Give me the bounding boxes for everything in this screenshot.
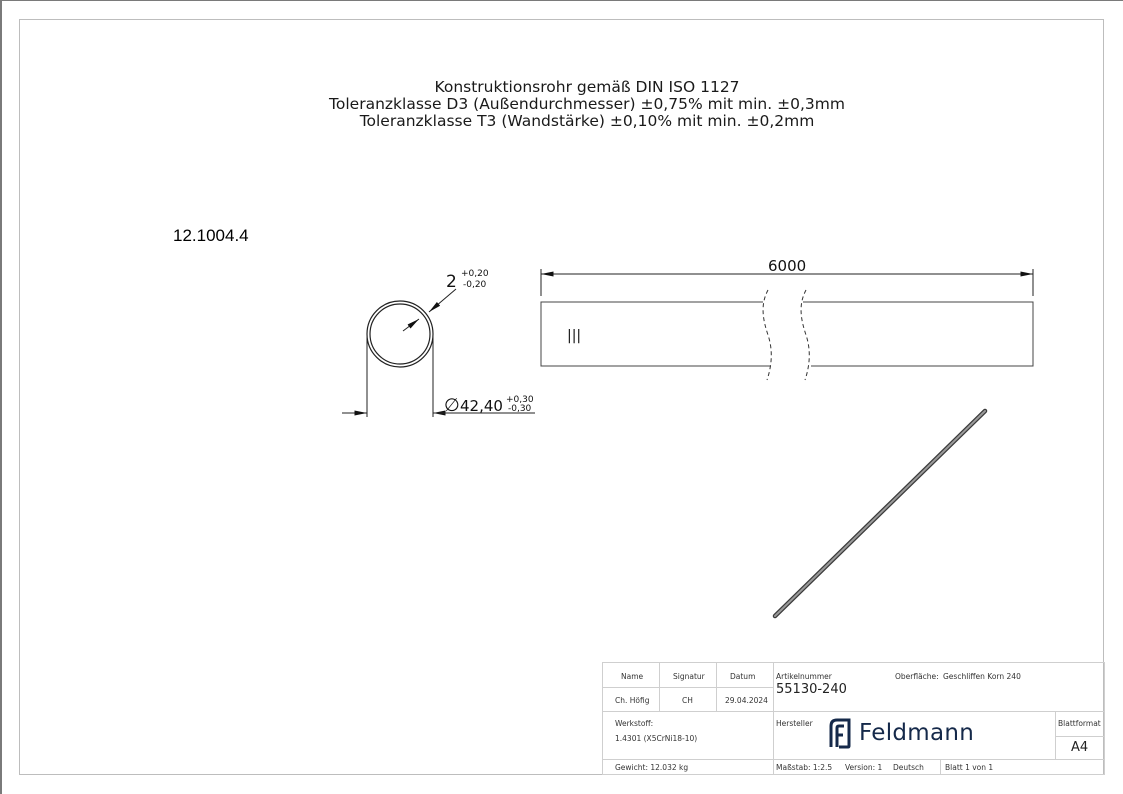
scale: Maßstab: 1:2.5: [776, 763, 833, 772]
section-view: [342, 288, 535, 417]
side-view: [540, 269, 1034, 381]
version: Version: 1: [845, 763, 883, 772]
title-line-1: Konstruktionsrohr gemäß DIN ISO 1127: [434, 78, 740, 96]
od-tol-plus: +0,30: [506, 395, 534, 405]
article-number-label: Artikelnummer: [776, 672, 832, 681]
drawing-sheet-frame: [19, 19, 1104, 775]
material-value: 1.4301 (X5CrNi18-10): [615, 734, 698, 743]
material-label: Werkstoff:: [615, 719, 654, 728]
header-date: Datum: [730, 672, 756, 681]
feldmann-logo: Feldmann: [827, 715, 974, 751]
part-number: 12.1004.4: [173, 226, 249, 245]
pipe-marking: |||: [567, 328, 581, 344]
manufacturer-label: Hersteller: [776, 719, 813, 728]
sheet-format-value: A4: [1071, 740, 1089, 755]
title-line-2: Toleranzklasse D3 (Außendurchmesser) ±0,…: [329, 95, 845, 113]
article-number: 55130-240: [776, 682, 847, 697]
length-value: 6000: [768, 257, 806, 275]
drawn-by-signature: CH: [682, 696, 693, 705]
drawn-by-name: Ch. Höfig: [615, 696, 650, 705]
title-block: Name Signatur Datum Ch. Höfig CH 29.04.2…: [602, 662, 1105, 775]
inner-circle: [369, 303, 431, 365]
outer-diameter-value: 42,40: [460, 397, 503, 415]
diameter-symbol-icon: ∅: [444, 395, 460, 416]
drawn-date: 29.04.2024: [725, 696, 768, 705]
drawing-title: Konstruktionsrohr gemäß DIN ISO 1127 Tol…: [250, 79, 924, 130]
wall-tol-plus: +0,20: [461, 269, 489, 279]
language: Deutsch: [893, 763, 924, 772]
od-tol-minus: -0,30: [508, 404, 532, 414]
outer-circle: [366, 300, 434, 368]
header-name: Name: [621, 672, 644, 681]
wall-thickness-value: 2: [446, 272, 457, 292]
isometric-pipe-view: [772, 408, 988, 619]
logo-text: Feldmann: [859, 720, 975, 746]
weight: Gewicht: 12.032 kg: [615, 763, 689, 772]
sheet-number: Blatt 1 von 1: [945, 763, 994, 772]
window-edge-left: [0, 0, 2, 794]
sheet-format-label: Blattformat: [1058, 719, 1101, 728]
wall-tol-minus: -0,20: [463, 280, 487, 290]
window-edge-top: [0, 0, 1123, 1]
surface-label: Oberfläche:: [895, 672, 939, 681]
feldmann-f-icon: [829, 718, 851, 749]
title-line-3: Toleranzklasse T3 (Wandstärke) ±0,10% mi…: [359, 112, 815, 130]
surface-value: Geschliffen Korn 240: [943, 672, 1021, 681]
header-signature: Signatur: [673, 672, 705, 681]
